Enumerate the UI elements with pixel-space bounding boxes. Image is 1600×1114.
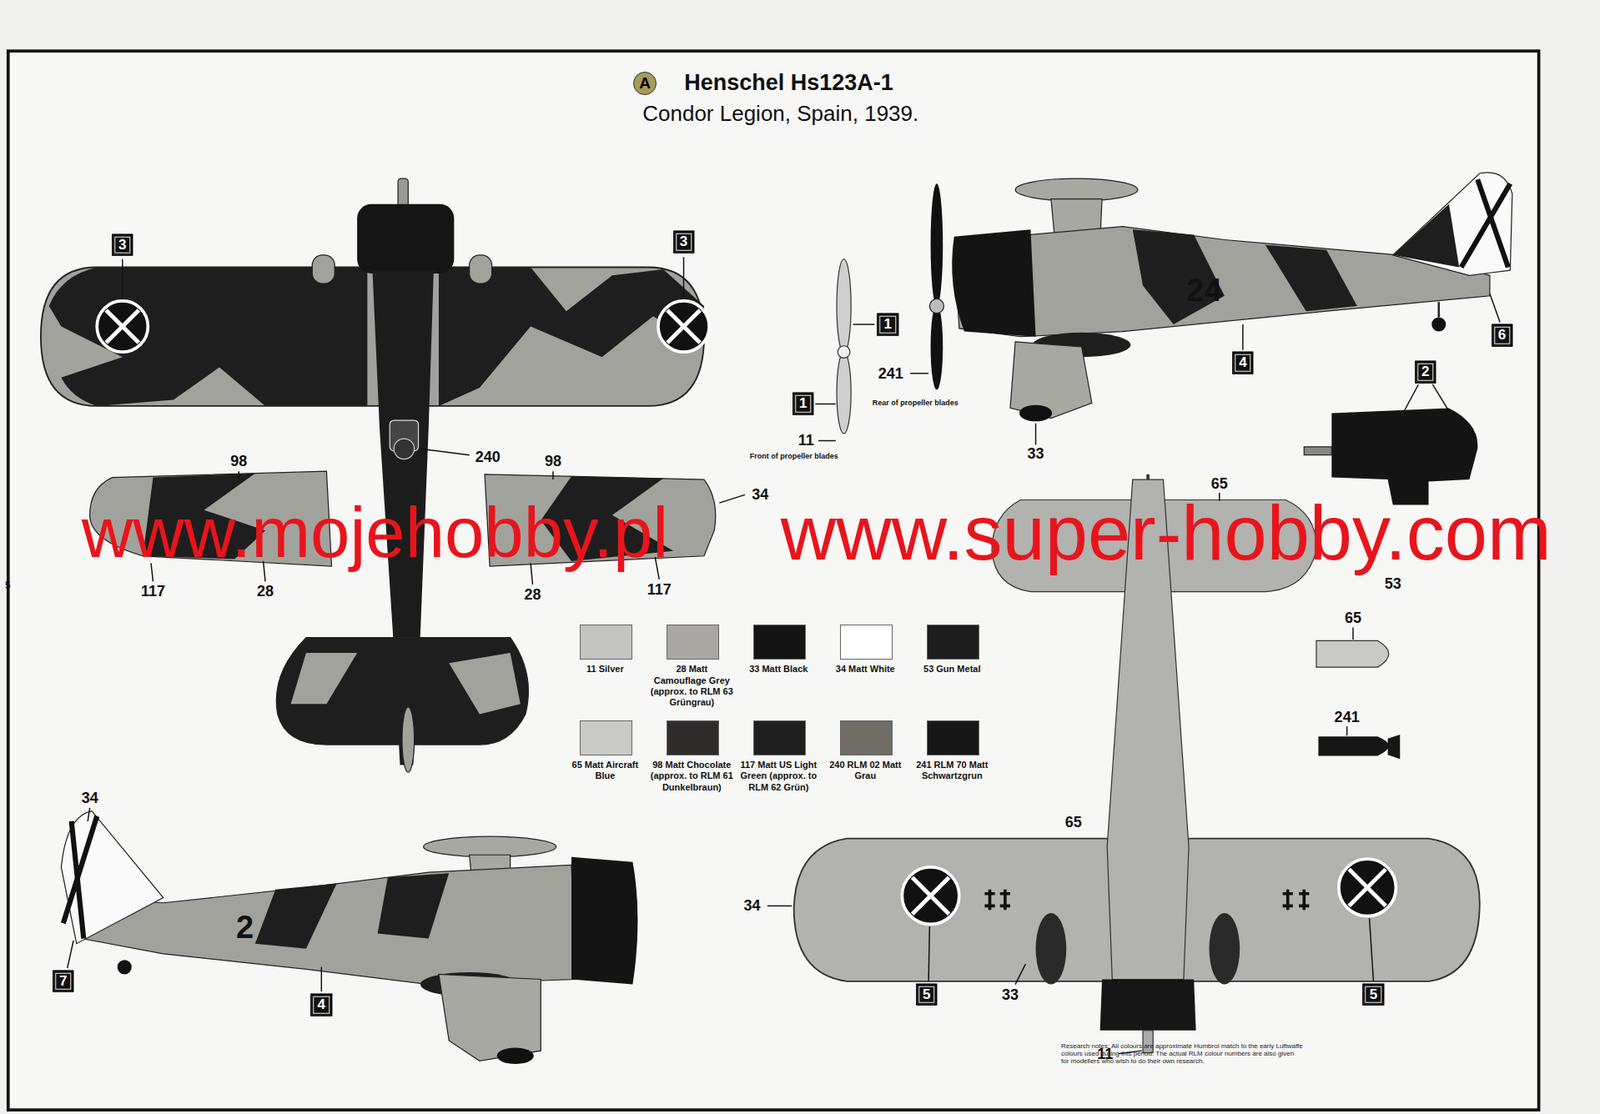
callout-number: 4	[1238, 355, 1247, 372]
callout-box: 2	[1414, 361, 1436, 384]
callout-number: 5	[922, 986, 931, 1003]
colour-name: 53 Gun Metal	[909, 664, 995, 675]
colour-name: 33 Matt Black	[735, 664, 821, 675]
aircraft-code: 2	[236, 910, 254, 947]
callout-box: 4	[311, 994, 333, 1017]
colour-swatch	[579, 624, 633, 660]
callout-number: 5	[1369, 986, 1378, 1003]
callout-number: 1	[799, 396, 807, 413]
colour-callout: 34	[751, 486, 769, 504]
callout-number: 7	[59, 973, 67, 990]
callout-number: 2	[1421, 364, 1429, 381]
callout-box: 1	[792, 392, 814, 416]
colour-swatch	[926, 624, 980, 660]
colour-name: 34 Matt White	[822, 664, 908, 675]
colour-callout: 98	[544, 452, 562, 471]
colour-callout: 117	[140, 583, 166, 601]
colour-callout: 34	[743, 897, 760, 916]
colour-swatch	[840, 624, 893, 660]
colour-callout: 65	[1344, 609, 1362, 628]
colour-callout: 11	[798, 432, 815, 450]
aircraft-code: 24	[1186, 272, 1222, 310]
colour-name: 117 Matt US Light Green (approx. to RLM …	[735, 759, 821, 794]
callout-number: 3	[118, 236, 126, 253]
callout-box: 3	[673, 231, 695, 254]
page-number: 5	[5, 580, 11, 593]
colour-callout: 34	[81, 789, 99, 807]
research-note: Research notes: All colours are approxim…	[1061, 1042, 1304, 1067]
colour-callout: 240	[475, 448, 501, 467]
watermark: www.mojehobby.pl	[81, 497, 669, 569]
callout-number: 4	[317, 997, 326, 1014]
colour-name: 65 Matt Aircraft Blue	[562, 759, 648, 782]
colour-name: 240 RLM 02 Matt Grau	[822, 759, 908, 782]
callout-number: 3	[679, 234, 688, 251]
colour-swatch	[840, 720, 893, 756]
colour-callout: 98	[230, 452, 247, 471]
colour-callout: 33	[1001, 986, 1019, 1004]
callout-box: 3	[111, 233, 133, 257]
propeller-note: Front of propeller blades	[749, 452, 839, 461]
colour-callout: 241	[1334, 709, 1360, 727]
propeller-note: Rear of propeller blades	[872, 398, 959, 408]
colour-callout: 28	[524, 586, 542, 604]
colour-swatch	[666, 624, 720, 660]
colour-swatch	[753, 720, 806, 756]
title: Henschel Hs123A-1	[684, 70, 894, 97]
profile-badge: A	[633, 71, 657, 96]
colour-name: 98 Matt Chocolate (approx. to RLM 61 Dun…	[649, 759, 735, 794]
callout-box: 7	[52, 970, 74, 993]
colour-callout: 28	[256, 583, 274, 601]
colour-callout: 117	[647, 581, 672, 599]
colour-swatch	[579, 720, 633, 756]
colour-callout: 65	[1211, 474, 1228, 493]
colour-name: 11 Silver	[562, 664, 648, 675]
colour-swatch	[926, 720, 980, 756]
colour-callout: 65	[1065, 814, 1082, 832]
caption: Condor Legion, Spain, 1939.	[642, 101, 919, 127]
colour-callout: 53	[1384, 574, 1402, 593]
callout-box: 5	[1363, 983, 1384, 1007]
callout-number: 1	[883, 316, 891, 333]
callout-box: 6	[1491, 324, 1513, 348]
callout-box: 5	[915, 983, 937, 1007]
colour-callout: 33	[1027, 445, 1045, 463]
colour-name: 241 RLM 70 Matt Schwartzgrun	[909, 759, 995, 782]
callout-box: 1	[876, 313, 898, 337]
callout-number: 6	[1498, 327, 1506, 344]
watermark: www.super-hobby.com	[780, 494, 1552, 572]
callout-box: 4	[1232, 352, 1253, 375]
colour-swatch	[753, 624, 806, 660]
colour-callout: 241	[878, 364, 904, 383]
profile-letter: A	[638, 74, 651, 93]
colour-name: 28 Matt Camouflage Grey (approx. to RLM …	[649, 664, 735, 709]
colour-swatch	[666, 720, 720, 756]
